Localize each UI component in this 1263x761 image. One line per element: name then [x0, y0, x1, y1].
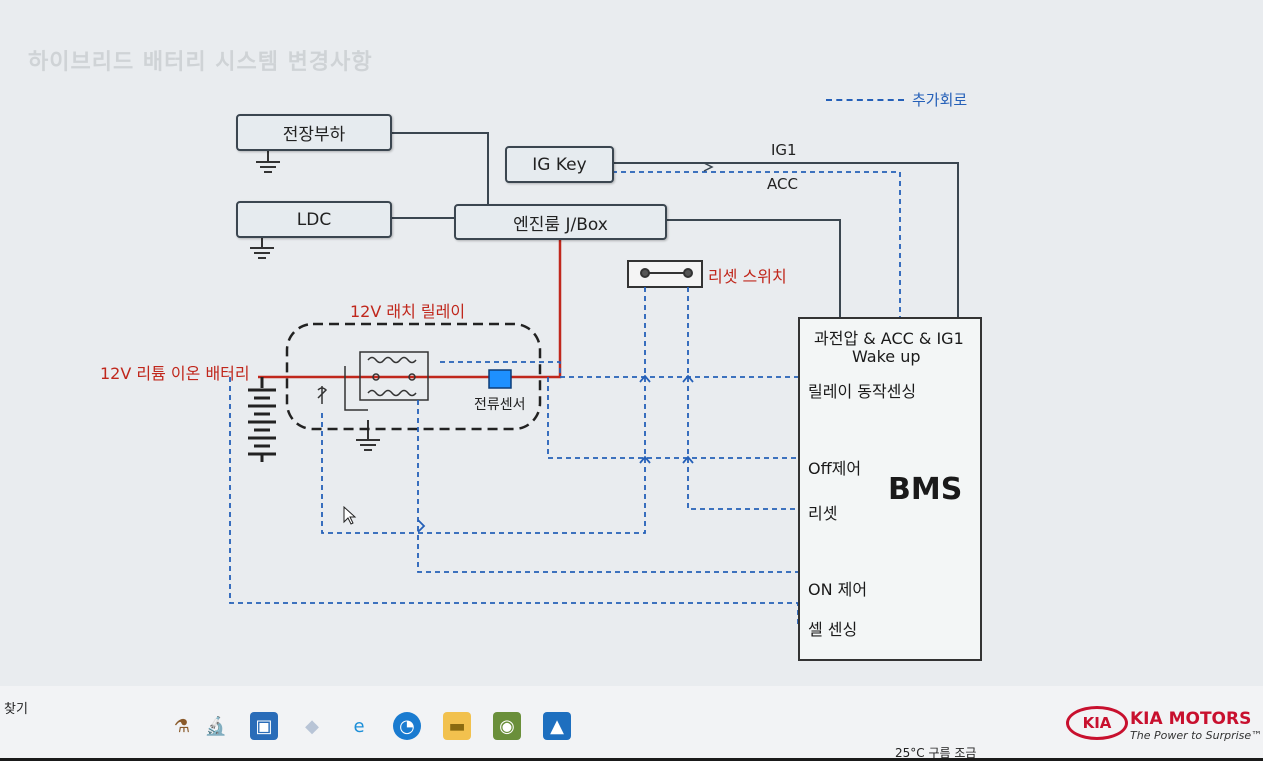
bms-wake-line2: Wake up [852, 347, 921, 366]
taskbar [0, 686, 1263, 758]
kia-brand-name: KIA MOTORS [1130, 709, 1252, 729]
reset-switch-label: 리셋 스위치 [708, 267, 787, 286]
ig1-label: IG1 [771, 141, 797, 159]
kia-slogan: The Power to Surprise™ [1130, 729, 1263, 742]
bms-on-control: ON 제어 [808, 580, 868, 599]
edge-icon[interactable]: ◔ [393, 712, 421, 740]
ie-icon[interactable]: e [353, 715, 365, 737]
engine-room-jbox: 엔진룸 J/Box [454, 204, 667, 240]
battery-symbol [248, 377, 276, 462]
current-sensor-icon [488, 369, 512, 389]
reset-switch-icon [627, 260, 703, 288]
weather-status[interactable]: 25°C 구름 조금 [895, 746, 977, 760]
bms-wake-line1: 과전압 & ACC & IG1 [814, 329, 964, 348]
acc-label: ACC [767, 175, 798, 193]
ldc-box: LDC [236, 201, 392, 238]
kia-logo: KIA [1066, 706, 1128, 740]
folder-icon[interactable]: ▬ [443, 712, 471, 740]
current-sensor-label: 전류센서 [474, 397, 526, 413]
photos-icon[interactable]: ▲ [543, 712, 571, 740]
bms-off-control: Off제어 [808, 459, 862, 478]
slide-title: 하이브리드 배터리 시스템 변경사항 [28, 50, 373, 75]
mouse-cursor-icon [343, 506, 357, 525]
legend-label: 추가회로 [912, 91, 968, 109]
bms-title: BMS [888, 472, 963, 507]
lab-icon[interactable]: ⚗ [173, 715, 191, 737]
relay-symbol [317, 351, 429, 411]
electrical-load-box: 전장부하 [236, 114, 392, 151]
latch-relay-boundary [285, 322, 542, 431]
legend-dashed-line [826, 99, 904, 101]
bms-reset: 리셋 [808, 504, 838, 523]
bms-block [798, 317, 982, 661]
evernote-icon[interactable]: ◉ [493, 712, 521, 740]
bms-relay-sense: 릴레이 동작센싱 [808, 382, 917, 401]
microscope-icon[interactable]: 🔬 [204, 715, 228, 737]
latch-relay-label: 12V 래치 릴레이 [350, 302, 466, 321]
search-label[interactable]: 찾기 [4, 702, 28, 717]
battery-label: 12V 리튬 이온 배터리 [100, 364, 250, 383]
ig-key-box: IG Key [505, 146, 614, 183]
bms-cell-sense: 셀 센싱 [808, 620, 858, 639]
dropbox-icon[interactable]: ◆ [305, 715, 319, 737]
app-icon[interactable]: ▣ [250, 712, 278, 740]
